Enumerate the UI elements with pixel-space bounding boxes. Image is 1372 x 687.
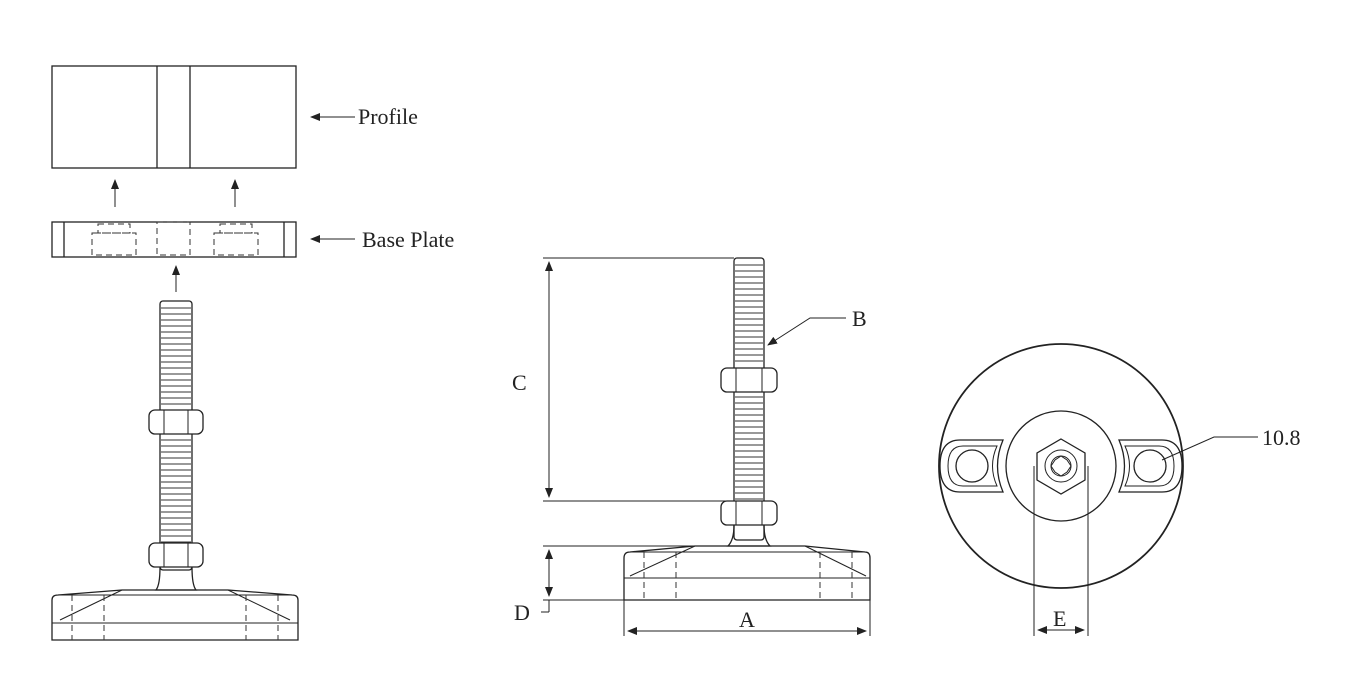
top-view: E 10.8 [938, 343, 1301, 636]
side-upper-nut [720, 367, 778, 393]
label-b: B [852, 306, 867, 331]
lower-nut [148, 542, 204, 568]
foot-outline-circle [938, 343, 1184, 589]
left-hole [955, 449, 989, 483]
side-view: C D A B [512, 257, 871, 636]
upper-nut [148, 409, 204, 435]
dimension-e [1033, 466, 1089, 636]
dimension-c [543, 257, 734, 502]
profile-label: Profile [358, 104, 418, 129]
dimension-d [541, 545, 728, 613]
right-hole [1133, 449, 1167, 483]
leader-b [767, 317, 846, 346]
label-e: E [1053, 606, 1066, 631]
boss-circle [1005, 410, 1117, 522]
label-a: A [739, 607, 755, 632]
base-plate-label: Base Plate [362, 227, 454, 252]
left-mounting-slot [939, 439, 1004, 493]
side-foot-base [623, 545, 871, 601]
leader-hole-diameter [1161, 436, 1258, 461]
label-d: D [514, 600, 530, 625]
hex-head [1036, 438, 1086, 495]
side-lower-nut [720, 500, 778, 526]
leveling-foot-base [51, 589, 299, 641]
label-hole-diameter: 10.8 [1262, 425, 1301, 450]
side-threaded-rod [733, 257, 765, 541]
right-mounting-slot [1118, 439, 1183, 493]
profile-block [51, 65, 297, 169]
threaded-rod [159, 300, 193, 571]
base-plate [51, 221, 297, 258]
exploded-view: Profile Base Plate [51, 65, 454, 641]
label-c: C [512, 370, 527, 395]
dimension-a [623, 600, 871, 636]
